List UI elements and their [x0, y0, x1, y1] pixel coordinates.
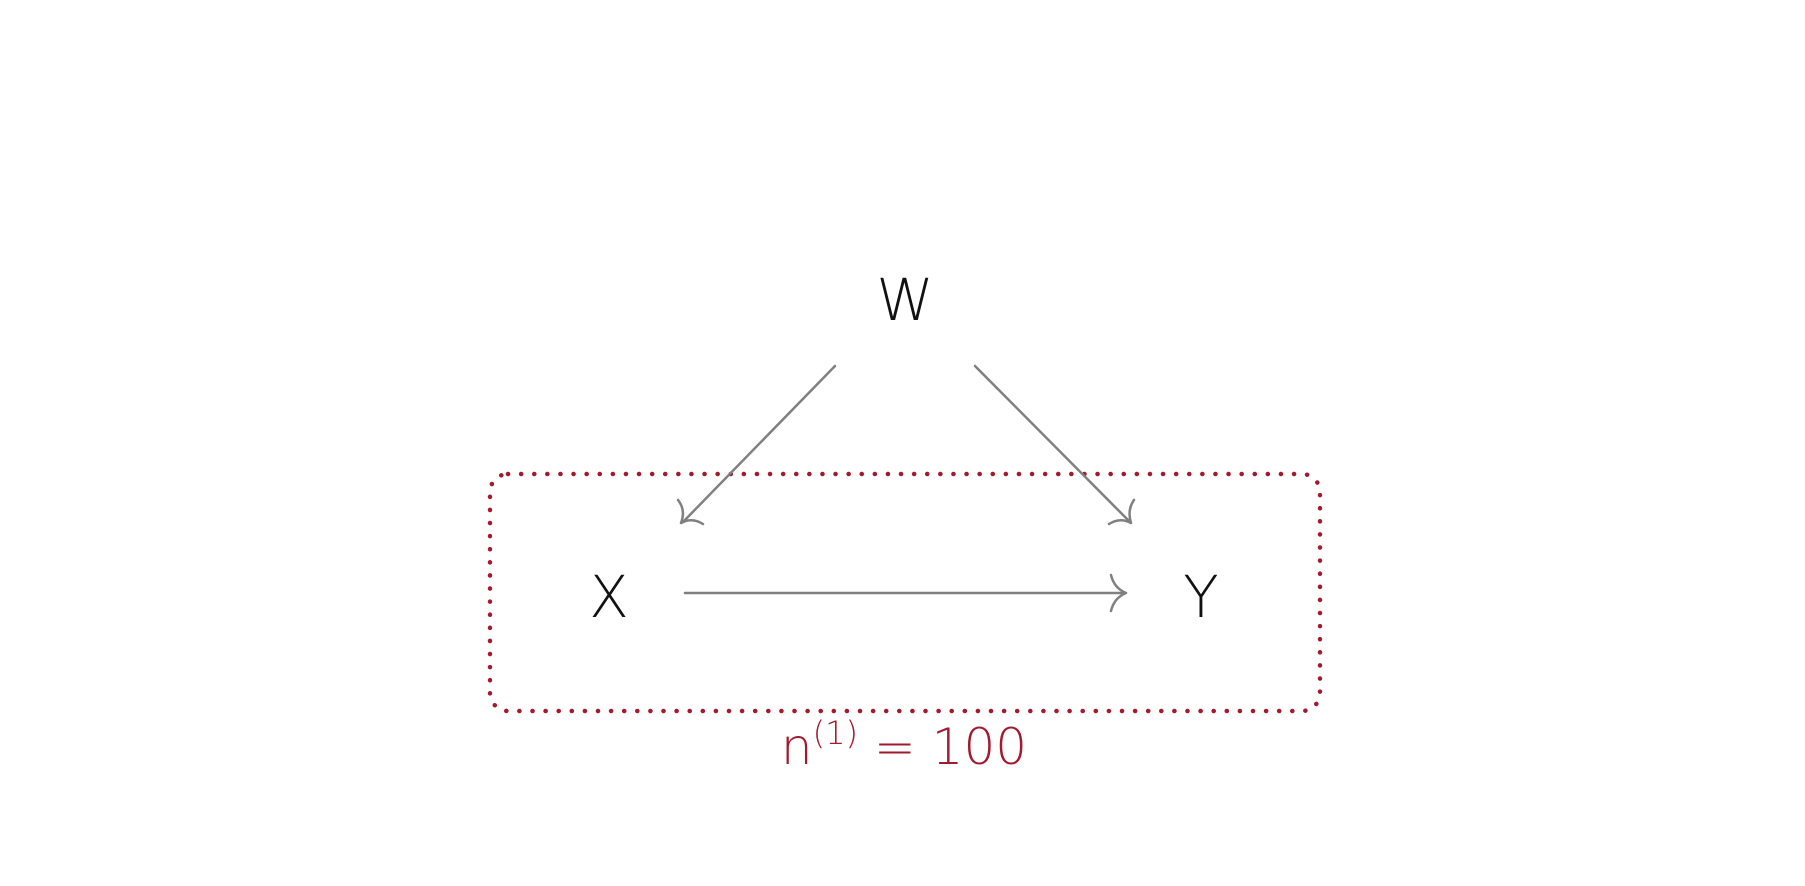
- arrowhead-icon: [676, 498, 705, 526]
- group-label: n(1) = 100: [781, 714, 1027, 776]
- edge-w-to-y: [973, 364, 1136, 526]
- group-label-rest: = 100: [858, 718, 1027, 776]
- node-w: W: [876, 266, 933, 334]
- edge-w-to-x: [676, 364, 837, 526]
- arrowhead-icon: [1107, 498, 1136, 526]
- edge-x-to-y: [683, 573, 1128, 613]
- node-x: X: [589, 563, 629, 631]
- node-y: Y: [1183, 563, 1218, 631]
- group-label-base: n: [781, 718, 813, 776]
- arrowhead-icon: [1109, 573, 1128, 613]
- group-label-superscript: (1): [813, 714, 858, 752]
